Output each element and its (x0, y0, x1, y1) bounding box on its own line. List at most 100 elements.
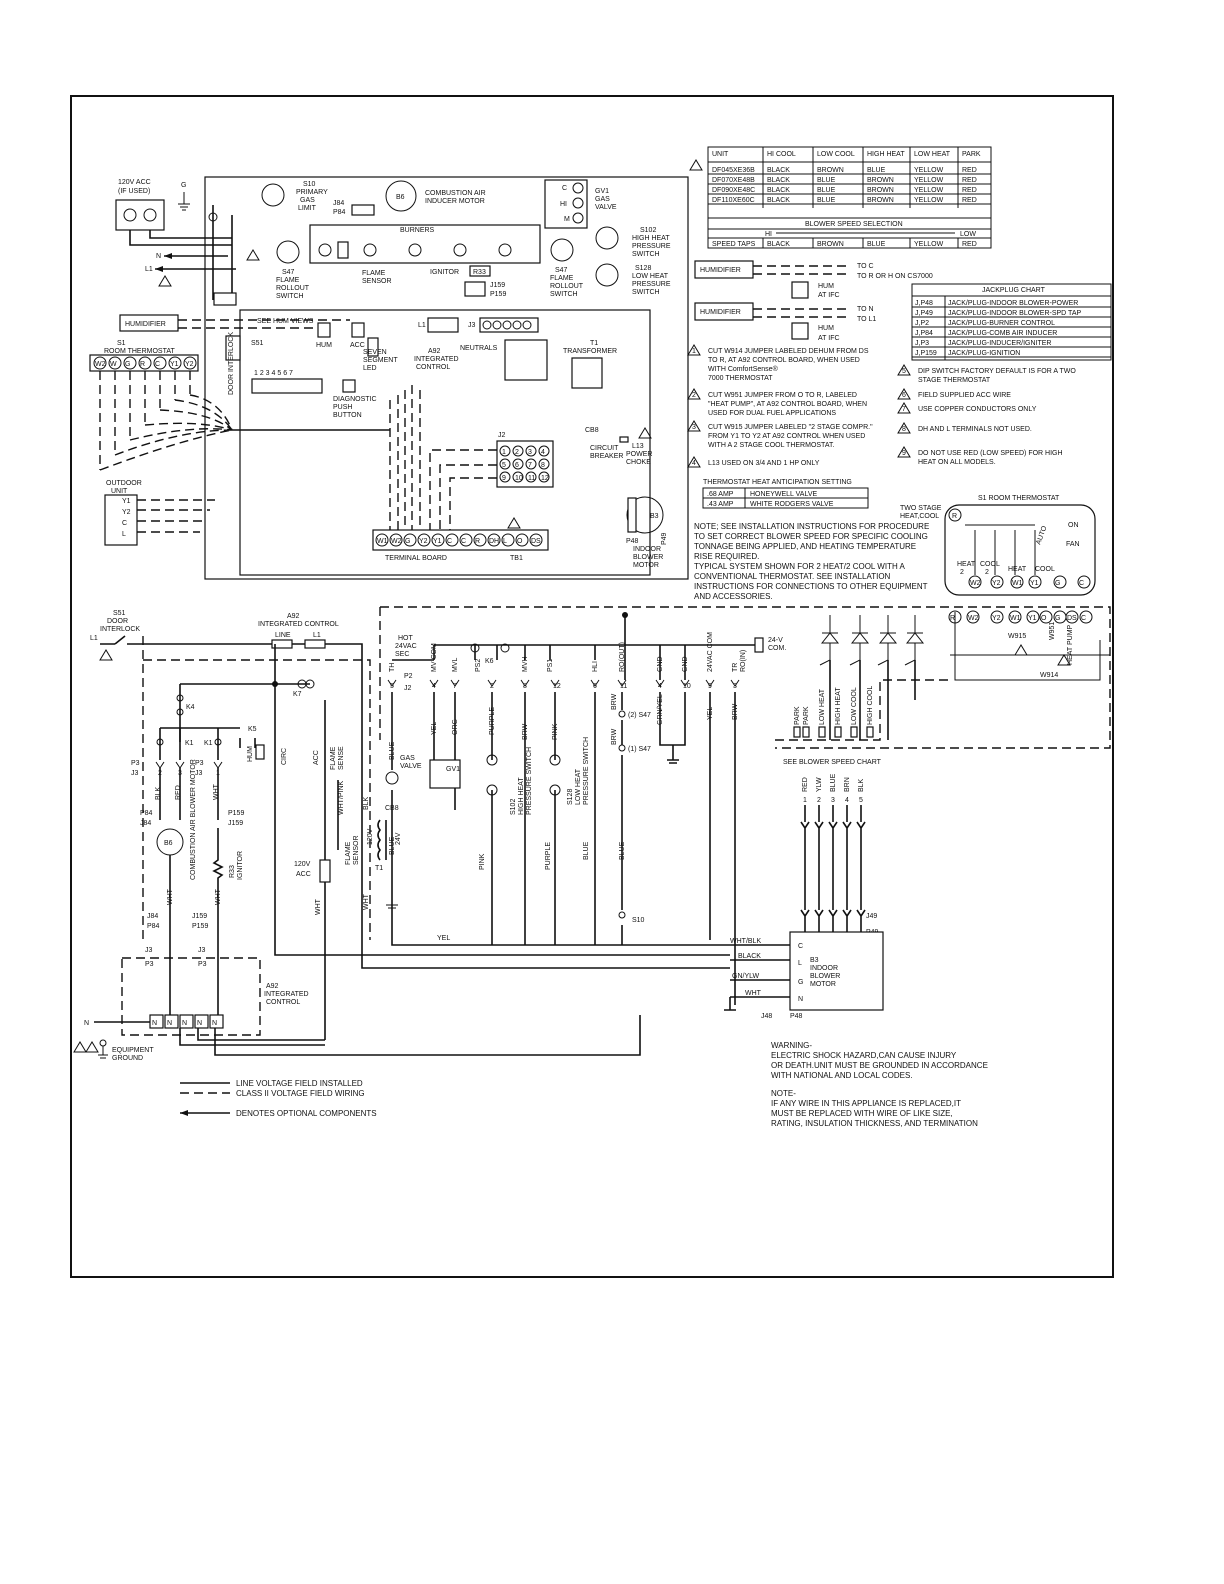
svg-text:P49: P49 (661, 532, 668, 545)
note-line: CUT W951 JUMPER FROM O TO R, LABELED (708, 392, 857, 399)
s10-limit-switch-icon (261, 183, 285, 207)
j2-pin-function: PS1 (547, 659, 554, 672)
svg-text:S102: S102 (510, 799, 517, 815)
s10-label: S10 (303, 181, 316, 188)
svg-text:INTEGRATED: INTEGRATED (264, 991, 309, 998)
note-line: L13 USED ON 3/4 AND 1 HP ONLY (708, 460, 820, 467)
svg-text:J84: J84 (147, 913, 158, 920)
svg-text:C: C (562, 185, 567, 192)
svg-text:4: 4 (692, 460, 696, 467)
p84-connector (351, 204, 375, 216)
s1-room-thermostat-detail: S1 ROOM THERMOSTAT TWO STAGE HEAT,COOL R… (900, 495, 1096, 596)
thermostat-terminal-label: R (140, 361, 145, 368)
svg-text:P3: P3 (198, 961, 207, 968)
j2-pin-label: 5 (502, 462, 506, 469)
triac-relay-icon (904, 615, 925, 666)
svg-text:CONTROL: CONTROL (416, 364, 450, 371)
thermostat-terminal (153, 356, 167, 370)
speed-table-header: PARK (962, 151, 981, 158)
tb-terminal (375, 533, 389, 547)
speed-table-cell: YELLOW (914, 167, 944, 174)
warning-triangle-icon (638, 427, 652, 439)
svg-text:SWITCH: SWITCH (632, 251, 660, 258)
svg-text:UNIT: UNIT (111, 488, 128, 495)
arrow-icon (180, 1110, 188, 1116)
j2-pin-function: HLI (592, 661, 599, 672)
svg-text:YEL: YEL (707, 707, 714, 720)
svg-text:ACC: ACC (313, 750, 320, 765)
svg-text:LINE: LINE (275, 632, 291, 639)
warning-triangle-icon (1057, 654, 1071, 666)
dip-switch (251, 378, 323, 394)
diagnostic-push-button[interactable] (342, 379, 356, 393)
thermostat-terminal-label: G (125, 361, 130, 368)
s1-terminal (1077, 575, 1091, 589)
note-line: MUST BE REPLACED WITH WIRE OF LIKE SIZE, (771, 1109, 953, 1118)
svg-text:CIRC: CIRC (281, 748, 288, 765)
note-number-icon (687, 456, 701, 468)
svg-text:C: C (798, 943, 803, 950)
tap-wire-number: 3 (831, 797, 835, 804)
svg-text:24V: 24V (395, 832, 402, 845)
svg-text:.43 AMP: .43 AMP (707, 501, 734, 508)
svg-text:ROLLOUT: ROLLOUT (550, 283, 584, 290)
svg-text:P159: P159 (490, 291, 506, 298)
tb-terminal-label: C (447, 538, 452, 545)
tb-terminal (487, 533, 501, 547)
svg-text:BLOWER: BLOWER (633, 554, 663, 561)
note-line: WITH ComfortSense® (708, 365, 779, 373)
svg-text:TERMINAL BOARD: TERMINAL BOARD (385, 555, 447, 562)
svg-text:HUMIDIFIER: HUMIDIFIER (700, 309, 741, 316)
svg-text:LIMIT: LIMIT (298, 205, 317, 212)
jackplug-code: J,P2 (915, 320, 929, 327)
svg-text:CHOKE: CHOKE (626, 459, 651, 466)
svg-text:24-V: 24-V (768, 637, 783, 644)
svg-text:S51: S51 (251, 340, 264, 347)
svg-text:BLUE: BLUE (619, 841, 626, 860)
j2-pin-number: 11 (620, 683, 627, 690)
neutral-terminal (209, 1014, 224, 1029)
svg-text:K6: K6 (485, 658, 494, 665)
svg-text:RED: RED (175, 785, 182, 800)
svg-text:J84: J84 (333, 200, 344, 207)
tap-wire-color: RED (802, 777, 809, 792)
outdoor-unit-box (104, 494, 138, 546)
warning-line: ELECTRIC SHOCK HAZARD,CAN CAUSE INJURY (771, 1051, 957, 1060)
svg-text:HOT: HOT (398, 635, 414, 642)
svg-text:S51: S51 (113, 610, 126, 617)
svg-text:PINK: PINK (479, 853, 486, 870)
right-terminal (990, 610, 1004, 624)
svg-text:P48: P48 (626, 538, 639, 545)
warning-triangle-icon (689, 159, 703, 171)
j2-pin (512, 458, 524, 470)
s1-terminal-label: C (1079, 580, 1084, 587)
warning-block: WARNING-ELECTRIC SHOCK HAZARD,CAN CAUSE … (771, 1041, 988, 1080)
tb-terminal (473, 533, 487, 547)
warning-line: OR DEATH.UNIT MUST BE GROUNDED IN ACCORD… (771, 1061, 988, 1070)
neutral-label: N (156, 253, 161, 260)
svg-text:INTEGRATED CONTROL: INTEGRATED CONTROL (258, 621, 339, 628)
right-terminal-label: R (950, 615, 955, 622)
svg-text:CONTROL: CONTROL (266, 999, 300, 1006)
legend-class2: CLASS II VOLTAGE FIELD WIRING (236, 1089, 365, 1098)
svg-text:BLOWER: BLOWER (810, 973, 840, 980)
j2-pin-label: 12 (541, 475, 549, 482)
connector-pin-icon (590, 679, 600, 687)
s1-terminal-label: Y2 (992, 580, 1001, 587)
tap-wire-number: 5 (859, 797, 863, 804)
connector-pin-icon (730, 679, 740, 687)
right-terminal (966, 610, 980, 624)
j2-pin-function: 24VAC COM (707, 632, 714, 672)
tb-terminal (445, 533, 459, 547)
connector-pin-icon (387, 679, 397, 687)
svg-text:PINK: PINK (552, 723, 559, 740)
speed-selection-title: BLOWER SPEED SELECTION (805, 221, 903, 228)
svg-text:PRESSURE SWITCH: PRESSURE SWITCH (526, 747, 533, 815)
connector-pin-icon (680, 679, 690, 687)
svg-text:K1: K1 (185, 740, 194, 747)
svg-text:N: N (798, 996, 803, 1003)
svg-text:INDOOR: INDOOR (810, 965, 838, 972)
speed-table-header: LOW COOL (817, 151, 855, 158)
